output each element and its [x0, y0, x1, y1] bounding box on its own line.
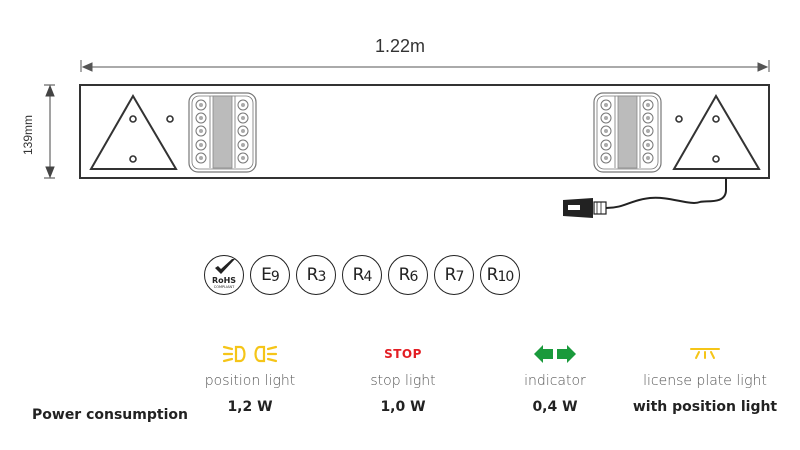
rohs-badge: RoHS COMPLIANT [204, 255, 244, 295]
power-consumption-label: Power consumption [32, 407, 188, 423]
checkmark-icon [215, 259, 235, 274]
legend-stop-light: STOP stop light 1,0 W [353, 343, 453, 415]
stop-light-power: 1,0 W [380, 399, 426, 415]
legend-position-light: position light 1,2 W [200, 343, 300, 415]
indicator-power: 0,4 W [532, 399, 578, 415]
right-lamp [593, 92, 662, 173]
width-dimension [80, 60, 770, 72]
light-bar-drawing [44, 60, 770, 218]
left-lamp [188, 92, 257, 173]
stop-icon: STOP [384, 347, 422, 361]
position-light-power: 1,2 W [227, 399, 273, 415]
indicator-label: indicator [524, 373, 586, 389]
light-bar-body [79, 84, 770, 179]
license-plate-light-icon [690, 348, 720, 359]
width-dimension-label: 1.22m [374, 36, 426, 56]
legend-indicator: indicator 0,4 W [505, 343, 605, 415]
cable-with-plug [563, 178, 727, 218]
right-reflector-triangle [672, 94, 761, 170]
legend-license-plate-light: license plate light with position light [630, 343, 780, 415]
license-plate-light-power: with position light [632, 399, 778, 415]
position-light-label: position light [204, 373, 296, 389]
left-reflector-triangle [89, 94, 178, 170]
license-plate-light-label: license plate light [643, 373, 767, 389]
position-light-icon [222, 345, 278, 363]
height-dimension [44, 84, 55, 179]
stop-light-label: stop light [370, 373, 436, 389]
indicator-arrows-icon [534, 345, 576, 363]
height-dimension-label: 139mm [21, 115, 35, 156]
